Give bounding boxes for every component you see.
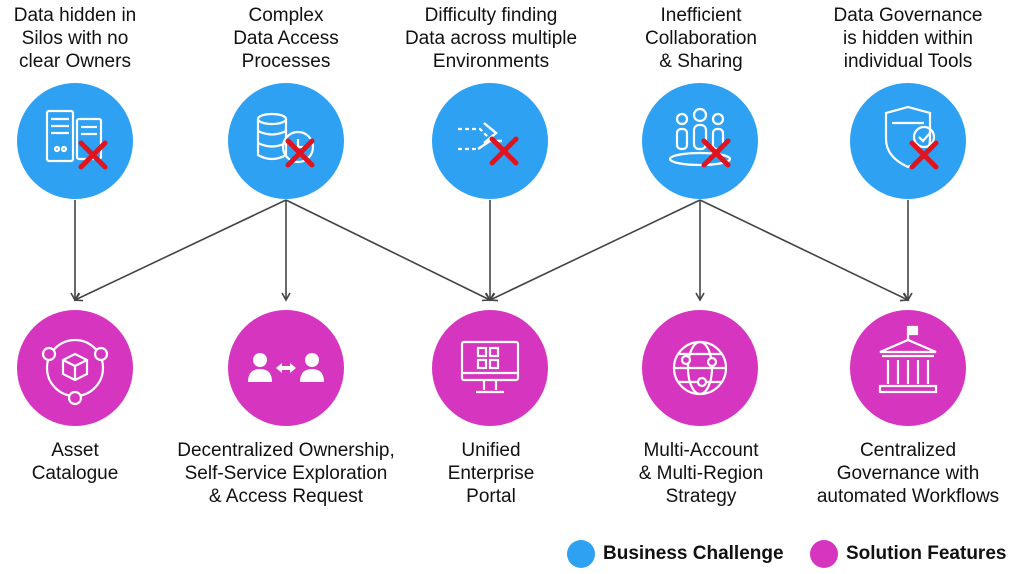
arrow-access-to-portal [285,199,492,302]
legend-challenge-swatch [567,540,595,568]
shield-check-icon [884,105,939,170]
database-clock-icon [256,112,315,168]
arrow-access-to-catalogue [73,199,287,302]
legend-challenge-label: Business Challenge [603,543,784,564]
server-racks-icon [45,109,108,170]
monitor-grid-icon [460,340,520,394]
legend-solution-features: Solution Features [810,540,1006,568]
arrow-collaboration-to-centralized [699,199,910,302]
feature-label-ownership: Decentralized Ownership,Self-Service Exp… [177,440,395,507]
challenge-circle-finding [432,83,548,199]
legend-feature-swatch [810,540,838,568]
challenge-circle-governance [850,83,966,199]
challenge-circle-silos [17,83,133,199]
legend-business-challenge: Business Challenge [567,540,784,568]
legend-feature-label: Solution Features [846,543,1007,564]
cube-network-icon [41,338,109,406]
challenge-circle-collaboration [642,83,758,199]
challenge-circle-access [228,83,344,199]
feature-circle-centralized [850,310,966,426]
users-exchange-icon [248,353,324,382]
data-flow-arrows-icon [458,122,519,166]
feature-circle-catalogue [17,310,133,426]
feature-circle-multiaccount [642,310,758,426]
feature-circle-ownership [228,310,344,426]
globe-network-icon [672,340,728,396]
feature-circle-portal [432,310,548,426]
arrow-collaboration-to-portal [488,199,701,302]
institution-flag-icon [878,325,938,394]
people-group-icon [668,107,732,168]
